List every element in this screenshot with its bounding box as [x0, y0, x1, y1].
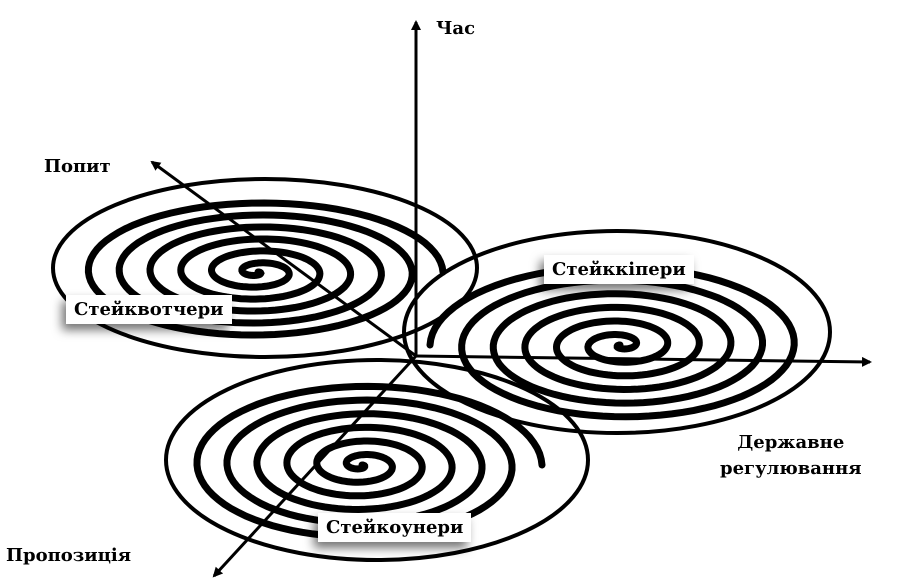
- proposition-axis-label: Пропозиція: [6, 545, 131, 566]
- stakevotchers-label: Стейквотчери: [66, 295, 232, 324]
- state-regulation-label-line1: Державне: [720, 430, 862, 456]
- stakekeepers-spiral-path: [430, 266, 794, 416]
- time-axis-label: Час: [436, 18, 475, 39]
- state-regulation-label-line2: регулювання: [720, 456, 862, 482]
- stakeowners-label: Стейкоунери: [318, 513, 471, 542]
- stakekeepers-label: Стейккіпери: [544, 255, 694, 284]
- state-regulation-axis-label: Державне регулювання: [720, 430, 862, 482]
- stakekeepers-spiral: [430, 266, 794, 416]
- demand-axis-label: Попит: [44, 156, 111, 177]
